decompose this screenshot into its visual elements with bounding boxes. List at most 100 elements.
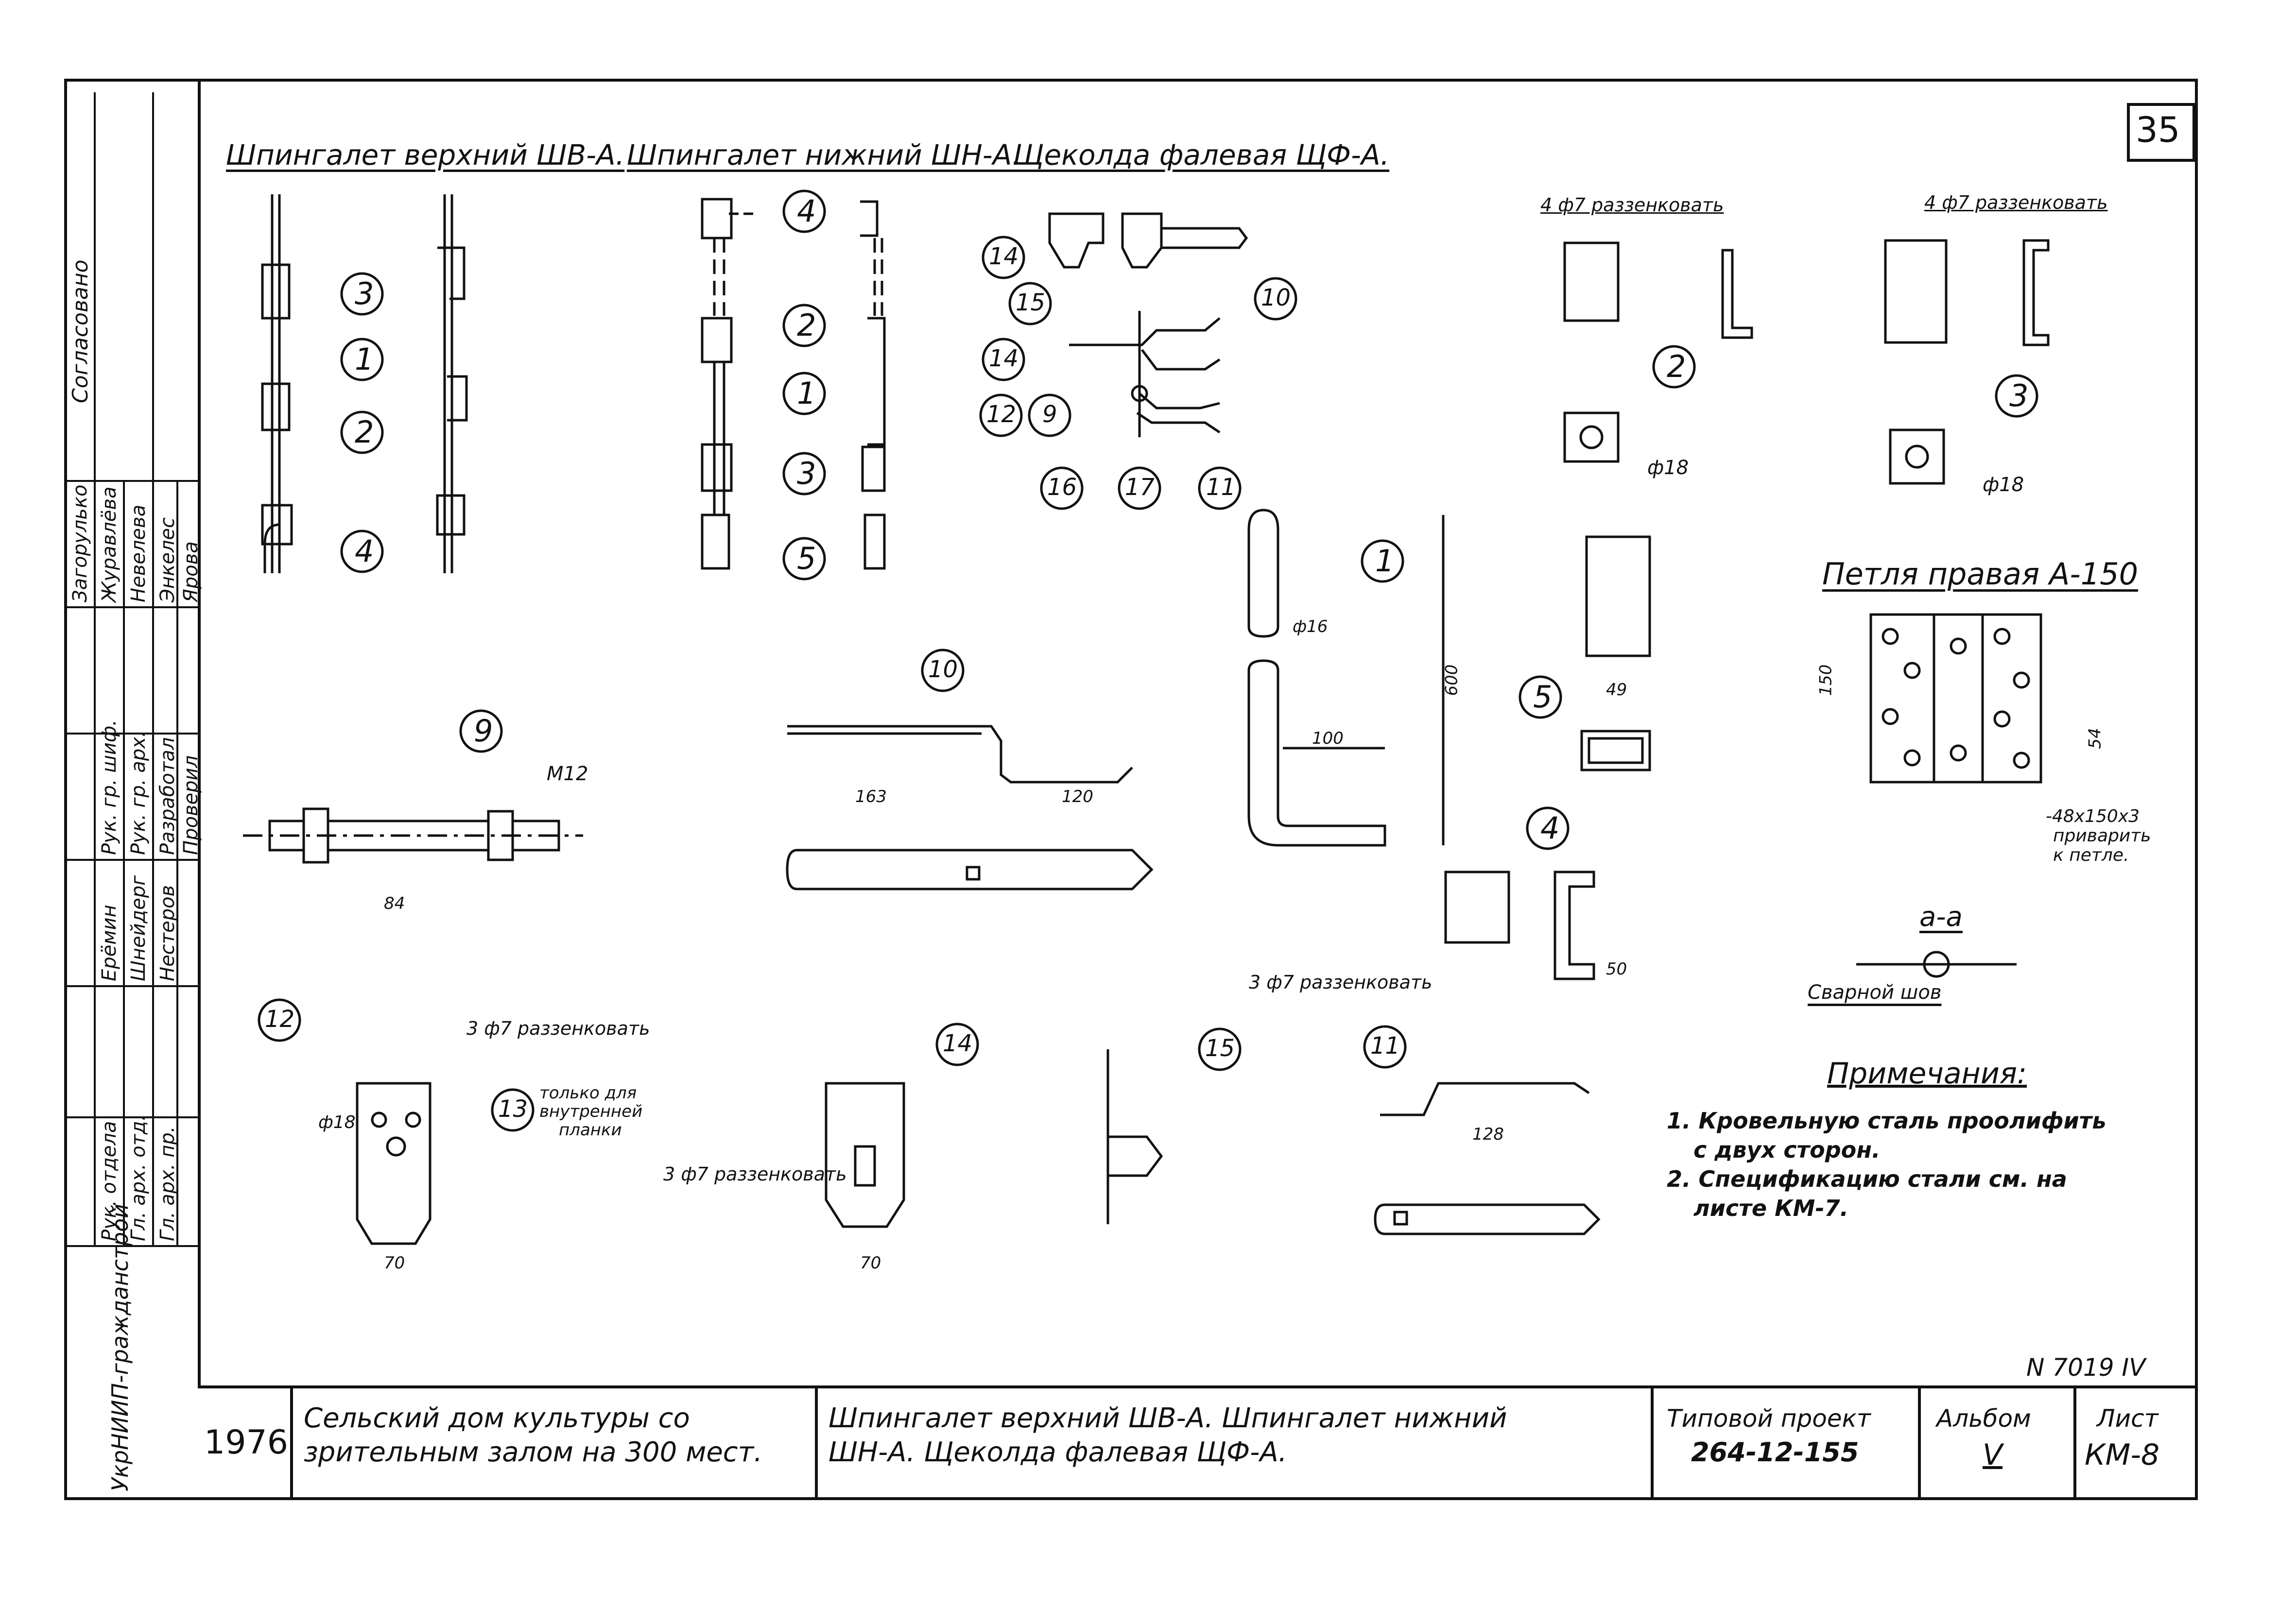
label-d18b: ф18 <box>1983 474 2024 496</box>
tb-sheet-2: ШН-А. Щеколда фалевая ЩФ-А. <box>829 1436 1287 1468</box>
tb-sheet-1: Шпингалет верхний ШВ-А. Шпингалет нижний <box>829 1402 1507 1434</box>
latch-drawing <box>1048 212 1248 437</box>
label-countersink-3a: 3 ф7 раззенковать <box>1249 972 1433 993</box>
tb-sheet-label: Лист <box>2097 1404 2158 1433</box>
label-weld-plate-2: приварить <box>2053 826 2151 846</box>
callout-17: 17 <box>1125 474 1155 501</box>
sleeve-item5-drawing <box>1580 535 1651 771</box>
dim-128: 128 <box>1472 1125 1504 1144</box>
callout-circles <box>258 189 2038 1132</box>
callout-1b: 1 <box>797 376 816 411</box>
callout-2b: 2 <box>797 308 816 343</box>
hinge-drawing <box>1856 613 2042 978</box>
note-line-4: листе КМ-7. <box>1693 1195 1849 1221</box>
title-section-aa: а-а <box>1919 901 1963 933</box>
notes-heading: Примечания: <box>1827 1057 2027 1091</box>
note-line-3: 2. Спецификацию стали см. на <box>1667 1166 2067 1192</box>
rod-item1-drawing <box>1247 509 1445 847</box>
callout-9b: 9 <box>474 713 493 749</box>
stamp-name-4: Энкелес <box>156 517 179 602</box>
stamp-dept-name-1: Ерёмин <box>98 905 121 981</box>
stamp-name-5: Ярова <box>180 541 202 602</box>
bar-item10-drawing <box>786 725 1154 890</box>
callout-3c: 3 <box>2009 378 2029 413</box>
plate-item2-drawing <box>1563 241 1753 463</box>
tb-sheet-value: КМ-8 <box>2085 1438 2160 1472</box>
callout-11: 11 <box>1206 474 1236 501</box>
label-d16: ф16 <box>1293 617 1328 636</box>
dim-100: 100 <box>1312 729 1344 748</box>
dim-54: 54 <box>2085 728 2105 749</box>
callout-12: 12 <box>986 401 1017 428</box>
stamp-name-3: Невелева <box>127 504 150 602</box>
plate-item3-drawing <box>1884 239 2050 485</box>
tb-album-value: V <box>1983 1438 2003 1472</box>
stamp-dept-name-3: Нестеров <box>156 885 179 981</box>
label-weld-plate-3: к петле. <box>2053 845 2129 865</box>
label-weld-plate-1: -48х150х3 <box>2046 806 2140 826</box>
callout-5c: 5 <box>1533 679 1553 715</box>
tb-year: 1976 <box>204 1423 289 1462</box>
callout-13: 13 <box>498 1095 528 1123</box>
stamp-role-4: Проверил <box>180 755 202 855</box>
label-d18a: ф18 <box>1647 457 1689 479</box>
plate-item12-drawing <box>356 1082 432 1245</box>
dim-84: 84 <box>384 894 405 913</box>
callout-4b: 4 <box>797 193 816 229</box>
plate-item14-drawing <box>825 1082 905 1228</box>
tb-inventory: N 7019 IV <box>2026 1353 2146 1382</box>
label-inner-2: внутренней <box>539 1102 643 1121</box>
stamp-role-2: Рук. гр. арх. <box>127 731 150 855</box>
dim-50: 50 <box>1606 959 1627 979</box>
callout-14: 14 <box>989 243 1019 270</box>
stamp-name-1: Загорулько <box>69 484 91 602</box>
title-latch: Щеколда фалевая ЩФ-А. <box>1013 138 1390 171</box>
callout-14c: 14 <box>943 1030 973 1057</box>
title-bolt-top: Шпингалет верхний ШВ-А. <box>226 138 625 171</box>
dim-70b: 70 <box>860 1253 881 1273</box>
callout-3: 3 <box>355 276 374 311</box>
label-m12: М12 <box>547 763 588 785</box>
callout-4c: 4 <box>1540 810 1560 846</box>
sheet-number: 35 <box>2136 109 2180 150</box>
callout-11b: 11 <box>1370 1032 1400 1060</box>
stamp-dept-role-3: Гл. арх. пр. <box>156 1126 179 1241</box>
stamp-dept-name-2: Шнейдерг <box>127 875 150 981</box>
title-hinge: Петля правая А-150 <box>1822 556 2139 592</box>
callout-3b: 3 <box>797 456 816 491</box>
label-countersink-3c: 3 ф7 раззенковать <box>663 1163 847 1185</box>
tb-album-label: Альбом <box>1936 1404 2031 1433</box>
stamp-role-3: Разработал <box>156 737 179 855</box>
note-line-1: 1. Кровельную сталь проолифить <box>1667 1108 2106 1134</box>
tb-project-2: зрительным залом на 300 мест. <box>304 1436 762 1468</box>
label-countersink-4a: 4 ф7 раззенковать <box>1540 194 1724 216</box>
callout-12b: 12 <box>265 1006 295 1033</box>
callout-15: 15 <box>1016 289 1046 316</box>
label-inner-1: только для <box>539 1083 637 1103</box>
tb-typical-label: Типовой проект <box>1667 1404 1871 1433</box>
callout-15b: 15 <box>1205 1035 1235 1062</box>
callout-14b: 14 <box>989 345 1019 372</box>
label-countersink-4b: 4 ф7 раззенковать <box>1924 192 2108 213</box>
title-block-grid <box>66 1385 2196 1500</box>
callout-1: 1 <box>355 342 374 377</box>
note-line-2: с двух сторон. <box>1693 1137 1881 1163</box>
callout-2c: 2 <box>1667 349 1686 384</box>
tb-typical-value: 264-12-155 <box>1691 1437 1859 1468</box>
title-bolt-bottom: Шпингалет нижний ШН-А. <box>627 138 1021 171</box>
callout-2: 2 <box>355 414 374 450</box>
outer-frame <box>64 79 2198 1500</box>
callout-16: 16 <box>1047 474 1077 501</box>
bar-item11-drawing <box>1374 1082 1601 1235</box>
callout-9: 9 <box>1042 401 1057 428</box>
bolt-bottom-drawing <box>701 198 886 570</box>
callout-5b: 5 <box>797 541 816 576</box>
dim-163: 163 <box>855 787 887 806</box>
dim-120a: 120 <box>1062 787 1093 806</box>
stamp-agreed: Согласовано <box>68 259 93 403</box>
callout-4: 4 <box>355 533 374 569</box>
label-inner-3: планки <box>559 1120 622 1140</box>
stamp-org: УкрНИИП-гражданстрой <box>107 1203 133 1491</box>
